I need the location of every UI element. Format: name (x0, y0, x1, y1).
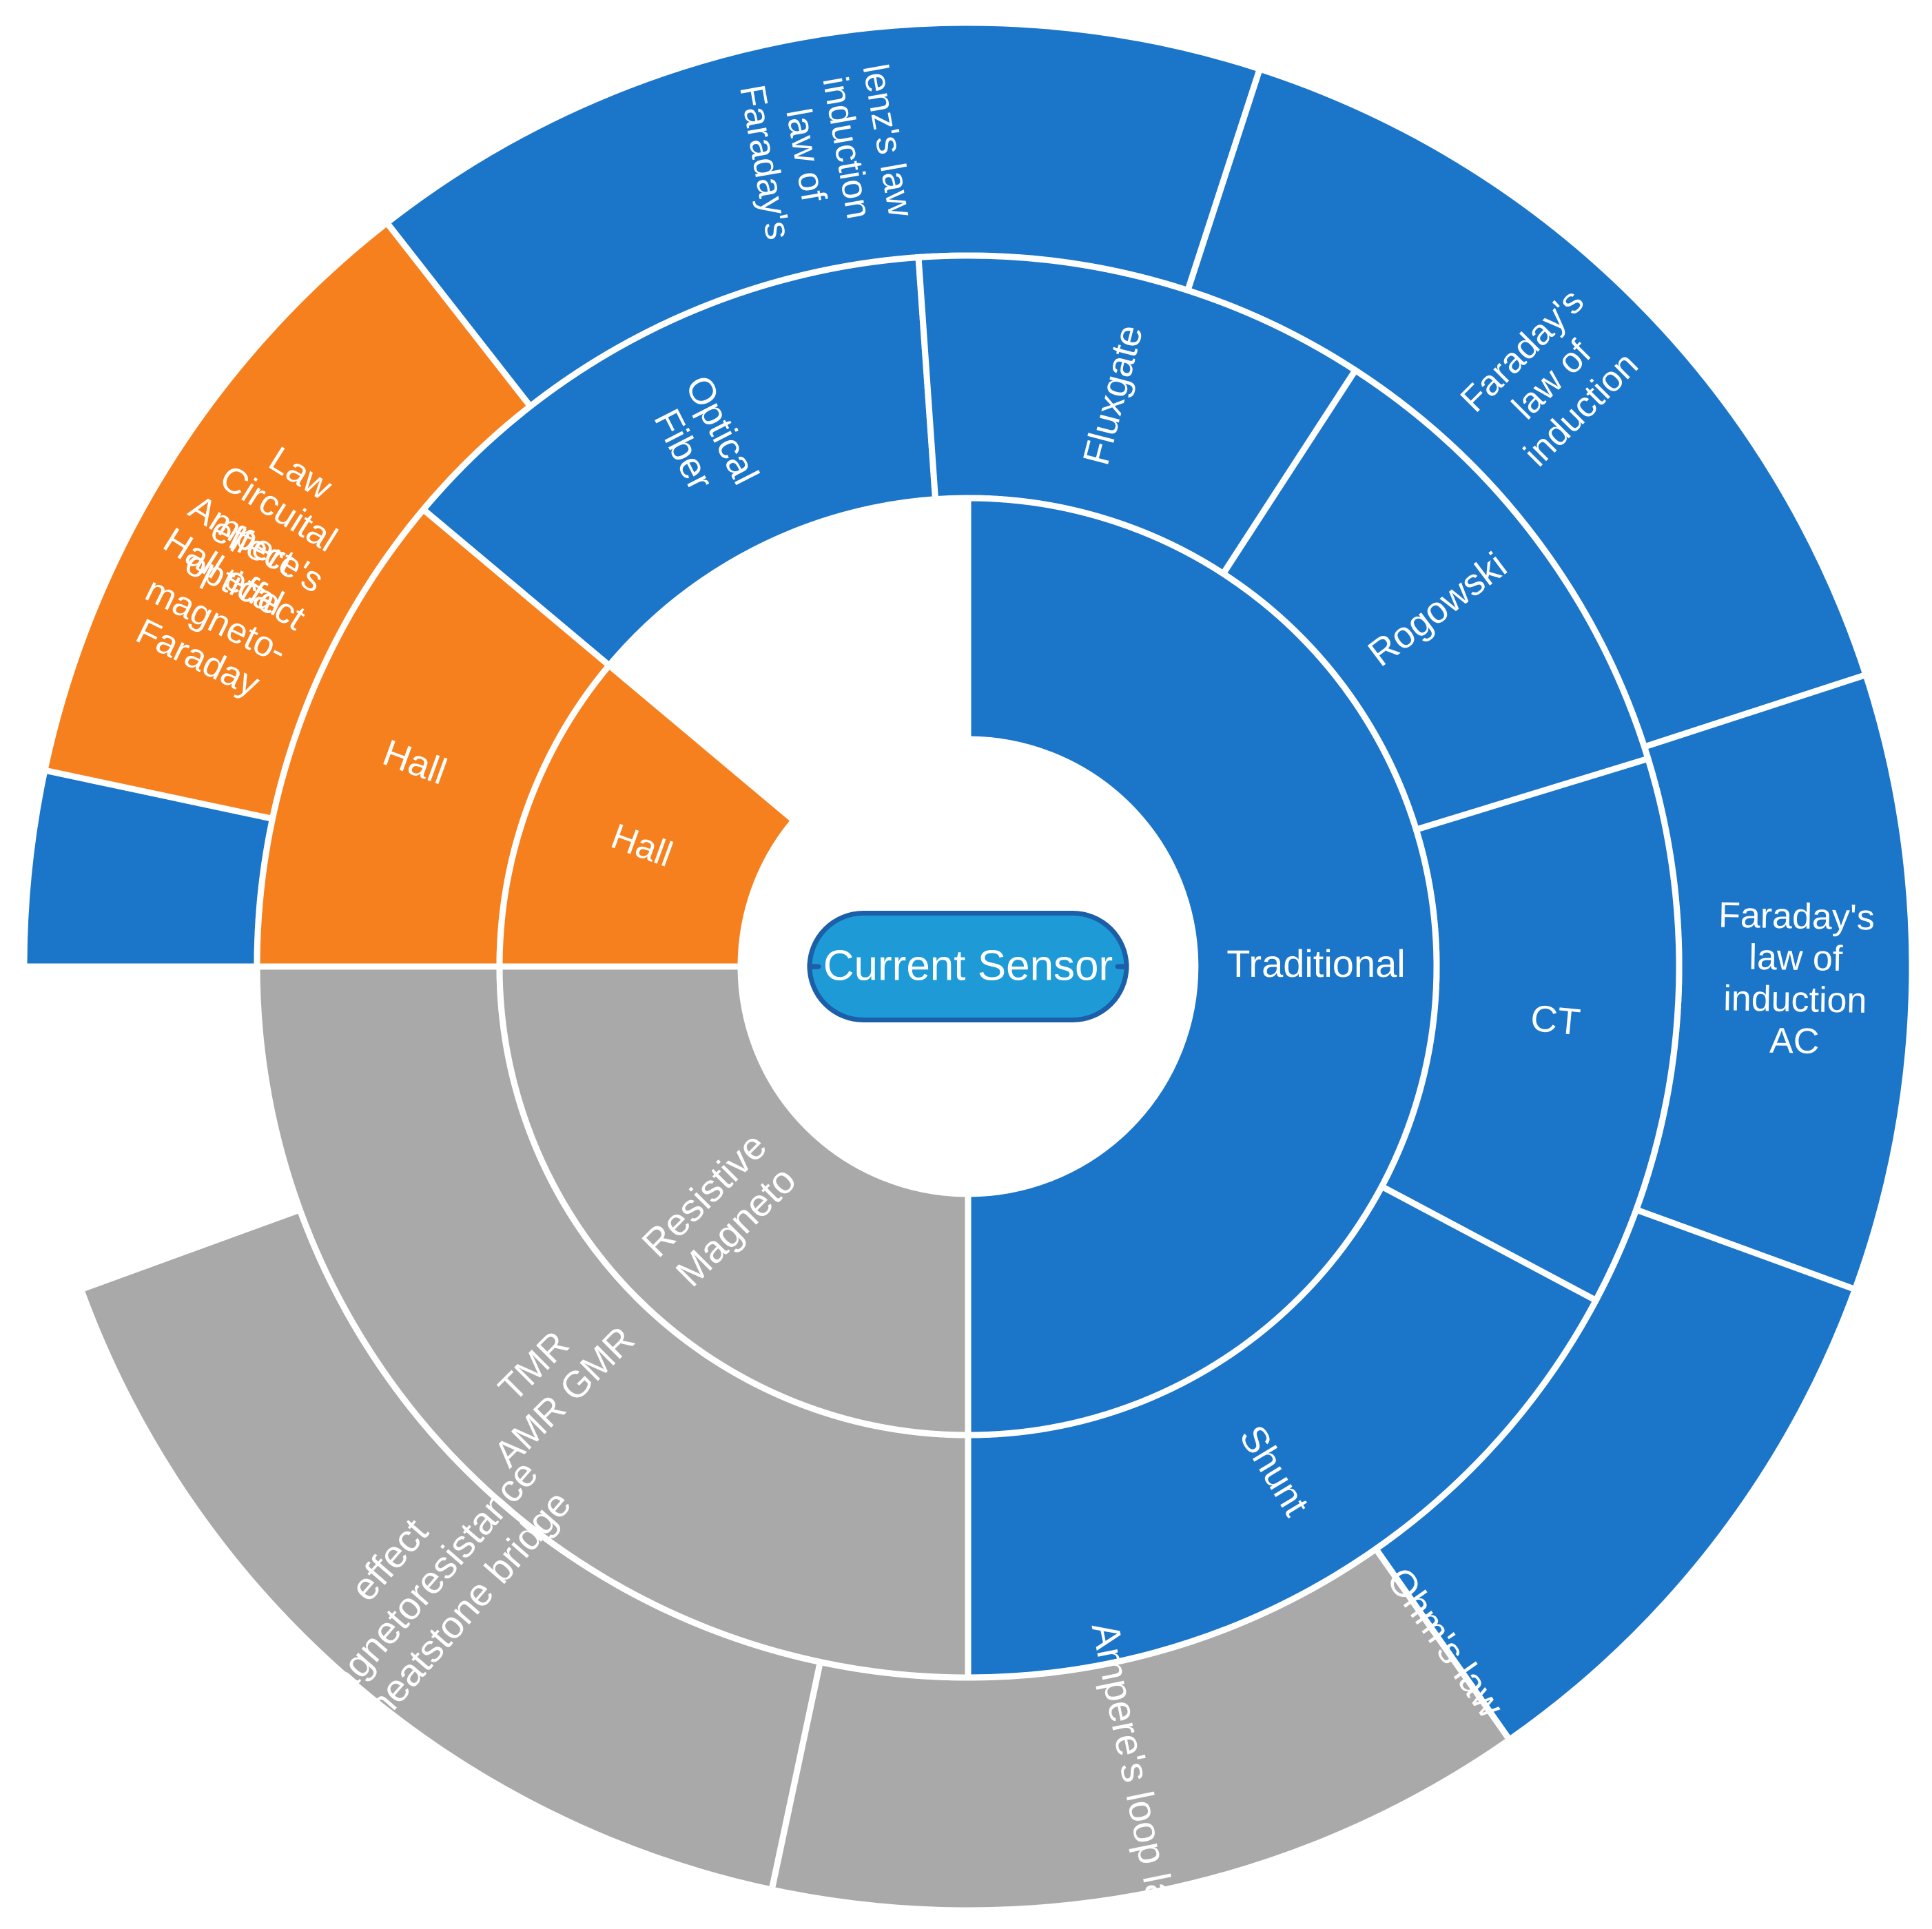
sunburst-segment[interactable] (419, 254, 939, 670)
center-node-label: Current Sensor (823, 942, 1113, 989)
sunburst-segment-label: Traditional (1226, 942, 1405, 985)
ring-principle (21, 19, 1915, 1914)
sunburst-segment-label: CT (1529, 998, 1582, 1044)
sunburst-segment-label: Faraday'slaw ofinductionAC (1716, 895, 1875, 1062)
center-node-shape (807, 911, 1129, 1022)
center-node[interactable]: Current Sensor (807, 911, 1129, 1022)
ring-technology (254, 252, 1683, 1681)
ring-category (496, 495, 1440, 1438)
